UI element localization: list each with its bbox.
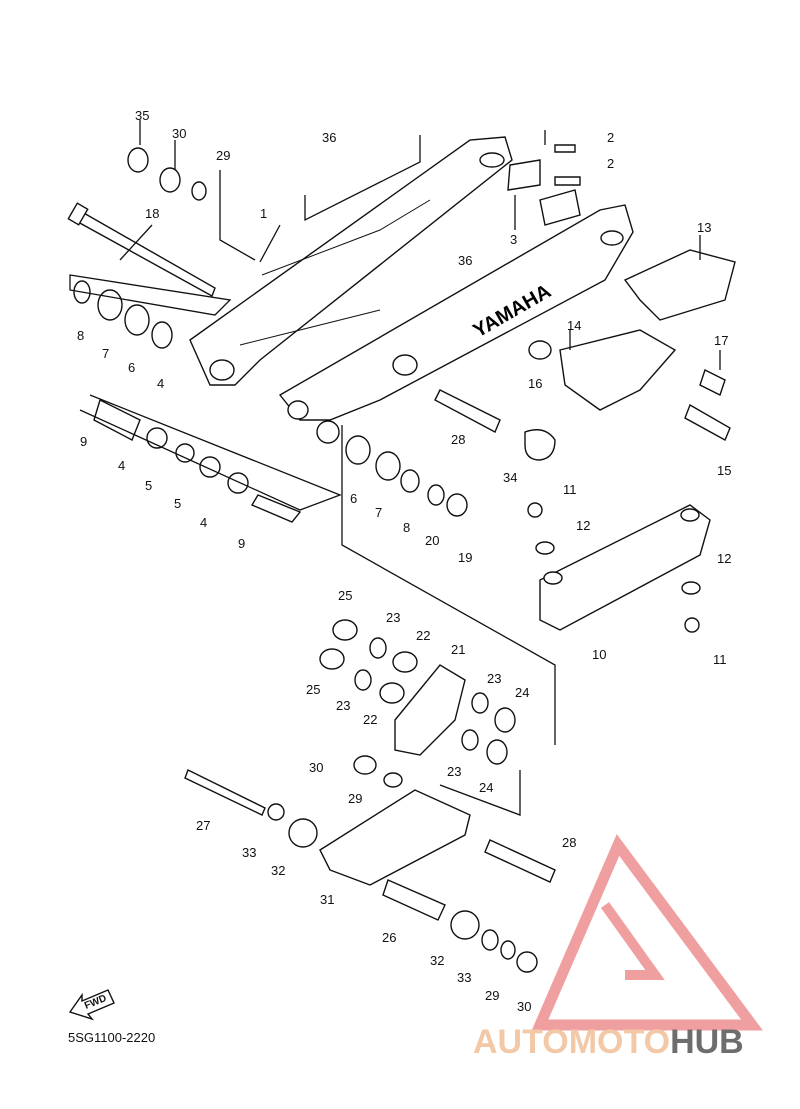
part-label: 15 xyxy=(717,463,731,478)
part-label: 18 xyxy=(145,206,159,221)
part-label: 7 xyxy=(102,346,109,361)
part-label: 19 xyxy=(458,550,472,565)
part-label: 30 xyxy=(172,126,186,141)
part-label: 2 xyxy=(607,130,614,145)
part-label: 5 xyxy=(145,478,152,493)
relay-arm xyxy=(319,619,516,765)
part-label: 4 xyxy=(200,515,207,530)
watermark-inner-icon xyxy=(600,902,665,980)
part-label: 3 xyxy=(510,232,517,247)
part-label: 2 xyxy=(607,156,614,171)
part-label: 26 xyxy=(382,930,396,945)
watermark-triangle-icon xyxy=(531,834,763,1031)
chain-slider xyxy=(539,504,711,631)
part-label: 30 xyxy=(517,999,531,1014)
part-label: 36 xyxy=(458,253,472,268)
part-label: 10 xyxy=(592,647,606,662)
part-label: 16 xyxy=(528,376,542,391)
part-label: 32 xyxy=(271,863,285,878)
watermark-text-hub: HUB xyxy=(670,1023,744,1061)
part-label: 29 xyxy=(348,791,362,806)
part-label: 23 xyxy=(487,671,501,686)
diagram-code: 5SG1100-2220 xyxy=(68,1030,155,1045)
watermark-text-main: AUTOMOTO xyxy=(473,1023,670,1061)
part-label: 8 xyxy=(77,328,84,343)
fwd-arrow-icon: FWD xyxy=(68,989,115,1021)
part-label: 14 xyxy=(567,318,581,333)
part-label: 20 xyxy=(425,533,439,548)
part-label: 12 xyxy=(576,518,590,533)
part-label: 6 xyxy=(350,491,357,506)
part-label: 12 xyxy=(717,551,731,566)
part-label: 5 xyxy=(174,496,181,511)
part-label: 7 xyxy=(375,505,382,520)
connecting-rod xyxy=(184,755,556,973)
part-label: 31 xyxy=(320,892,334,907)
part-label: 32 xyxy=(430,953,444,968)
part-label: 23 xyxy=(447,764,461,779)
part-label: 28 xyxy=(451,432,465,447)
part-label: 34 xyxy=(503,470,517,485)
part-label: 4 xyxy=(118,458,125,473)
part-label: 33 xyxy=(242,845,256,860)
part-labels: 35 30 29 36 2 2 3 1 18 13 36 8 7 6 4 14 … xyxy=(77,108,731,1014)
bearings xyxy=(73,280,468,523)
svg-text:AUTOMOTOHUB: AUTOMOTOHUB xyxy=(473,1023,744,1061)
part-label: 4 xyxy=(157,376,164,391)
part-label: 24 xyxy=(515,685,529,700)
part-label: 22 xyxy=(416,628,430,643)
part-label: 33 xyxy=(457,970,471,985)
part-label: 11 xyxy=(713,652,727,667)
part-label: 29 xyxy=(485,988,499,1003)
part-label: 23 xyxy=(336,698,350,713)
pivot-shaft xyxy=(67,202,216,298)
part-label: 28 xyxy=(562,835,576,850)
part-label: 21 xyxy=(451,642,465,657)
part-label: 17 xyxy=(714,333,728,348)
part-label: 25 xyxy=(306,682,320,697)
part-label: 35 xyxy=(135,108,149,123)
watermark-logo: AUTOMOTOHUB xyxy=(473,834,763,1061)
part-label: 13 xyxy=(697,220,711,235)
part-label: 8 xyxy=(403,520,410,535)
part-label: 23 xyxy=(386,610,400,625)
part-label: 1 xyxy=(260,206,267,221)
leader-lines xyxy=(69,120,721,816)
part-label: 27 xyxy=(196,818,210,833)
part-label: 36 xyxy=(322,130,336,145)
part-label: 9 xyxy=(238,536,245,551)
nuts-washers-top xyxy=(127,144,731,633)
chain-guide xyxy=(559,249,736,411)
part-label: 29 xyxy=(216,148,230,163)
part-label: 30 xyxy=(309,760,323,775)
part-label: 24 xyxy=(479,780,493,795)
part-label: 9 xyxy=(80,434,87,449)
part-label: 25 xyxy=(338,588,352,603)
part-label: 22 xyxy=(363,712,377,727)
part-label: 11 xyxy=(563,482,577,497)
part-label: 6 xyxy=(128,360,135,375)
